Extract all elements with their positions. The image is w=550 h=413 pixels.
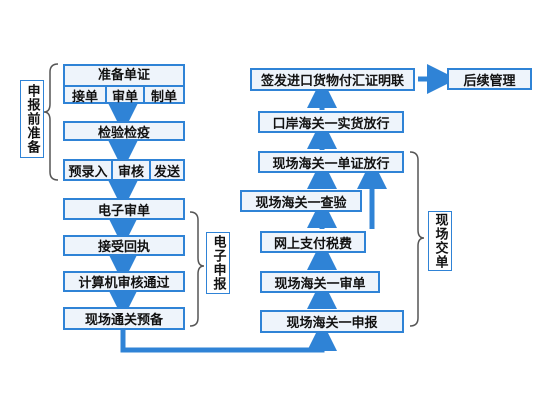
port-release-box: 口岸海关一实货放行	[258, 111, 404, 133]
label-e-declaration: 电子申报	[206, 232, 230, 294]
sign-certificate-box: 签发进口货物付汇证明联	[250, 68, 415, 91]
sub-audit: 审核	[113, 161, 151, 180]
bracket-middle	[189, 211, 205, 327]
prepare-docs-subrow: 接单 审单 制单	[65, 87, 183, 105]
sub-send: 发送	[153, 164, 180, 180]
site-release-box: 现场海关一单证放行	[258, 151, 404, 173]
label-site-submission: 现场交单	[428, 211, 452, 271]
prepare-docs-box: 准备单证 接单 审单 制单	[63, 64, 185, 105]
accept-receipt-box: 接受回执	[63, 235, 185, 256]
sub-pre-entry: 预录入	[65, 161, 113, 180]
site-declare-box: 现场海关一申报	[260, 310, 404, 333]
inspection-quarantine-box: 检验检疫	[63, 121, 185, 141]
follow-up-box: 后续管理	[447, 68, 532, 90]
site-review-box: 现场海关一审单	[260, 271, 380, 293]
sub-review-docs: 审单	[107, 87, 145, 105]
online-pay-box: 网上支付税费	[260, 231, 366, 253]
e-review-box: 电子审单	[63, 198, 185, 220]
bracket-left	[43, 63, 59, 181]
sub-receive-order: 接单	[65, 87, 107, 105]
pre-entry-box: 预录入 审核 发送	[63, 159, 185, 181]
computer-review-box: 计算机审核通过	[63, 271, 185, 292]
site-inspection-box: 现场海关一查验	[240, 190, 362, 212]
label-pre-declaration: 申报前准备	[20, 80, 44, 158]
bracket-right	[409, 151, 425, 327]
sub-make-docs: 制单	[150, 90, 177, 105]
site-pre-clearance-box: 现场通关预备	[63, 307, 185, 330]
arrow-left-to-right	[120, 321, 337, 353]
prepare-docs-title: 准备单证	[65, 66, 183, 87]
